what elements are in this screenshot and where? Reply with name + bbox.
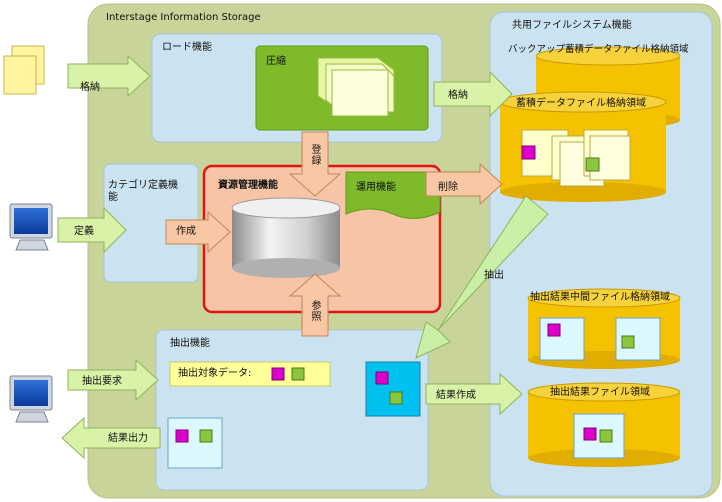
green-cube-icon — [291, 367, 305, 381]
green-cube-icon — [621, 335, 635, 349]
register-arrow — [288, 131, 342, 197]
result-cylinder — [527, 382, 681, 467]
backup-area-label: バックアップ蓄積データファイル格納領域 — [508, 44, 689, 55]
intermediate-area-label: 抽出結果中間ファイル格納領域 — [530, 292, 670, 303]
load-function-label: ロード機能 — [162, 42, 212, 53]
operation-block — [345, 171, 441, 219]
result-create-arrow — [425, 372, 523, 416]
extract-function-label: 抽出機能 — [170, 338, 210, 349]
monitor-icon — [9, 375, 53, 423]
compress-label: 圧縮 — [266, 56, 286, 67]
extract-label: 抽出 — [484, 270, 504, 281]
store-label-right: 格納 — [448, 90, 468, 101]
delete-arrow — [425, 162, 503, 206]
magenta-cube-icon — [583, 427, 597, 441]
extract-request-label: 抽出要求 — [82, 376, 122, 387]
extract-target-label: 抽出対象データ: — [178, 368, 252, 379]
store-arrow-right — [433, 70, 513, 118]
operation-function-label: 運用機能 — [356, 182, 396, 193]
resource-mgmt-label: 資源管理機能 — [218, 180, 278, 191]
magenta-cube-icon — [547, 323, 561, 337]
result-output-file — [167, 417, 223, 469]
result-output-label: 結果出力 — [108, 433, 148, 444]
shared-fs-title: 共用ファイルシステム機能 — [512, 20, 632, 31]
input-documents-icon — [3, 45, 45, 95]
category-function-label: カテゴリ定義機能 — [108, 180, 178, 203]
green-cube-icon — [389, 391, 403, 405]
result-area-label: 抽出結果ファイル領域 — [550, 387, 650, 398]
result-create-label: 結果作成 — [436, 390, 476, 401]
result-output-arrow — [61, 416, 161, 460]
define-label: 定義 — [74, 226, 94, 237]
delete-label: 削除 — [438, 182, 458, 193]
green-cube-icon — [199, 429, 213, 443]
store-label-left: 格納 — [80, 82, 100, 93]
storage-area-label: 蓄積データファイル格納領域 — [516, 98, 646, 109]
magenta-cube-icon — [521, 145, 536, 160]
extraction-work-box — [365, 361, 421, 417]
extract-arrow — [415, 195, 549, 359]
reference-arrow — [288, 273, 342, 337]
create-label: 作成 — [176, 226, 196, 237]
store-arrow — [67, 54, 151, 98]
database-cylinder — [231, 197, 341, 278]
green-cube-icon — [599, 429, 613, 443]
reference-label: 参照 — [309, 300, 320, 322]
green-cube-icon — [585, 157, 600, 172]
storage-title: Interstage Information Storage — [106, 12, 261, 23]
magenta-cube-icon — [375, 371, 389, 385]
extract-request-arrow — [67, 358, 159, 402]
compress-block — [255, 45, 429, 131]
magenta-cube-icon — [271, 367, 285, 381]
define-arrow — [57, 206, 127, 254]
magenta-cube-icon — [175, 429, 189, 443]
register-label: 登録 — [309, 144, 320, 166]
create-arrow — [165, 210, 231, 254]
monitor-icon — [9, 203, 53, 251]
